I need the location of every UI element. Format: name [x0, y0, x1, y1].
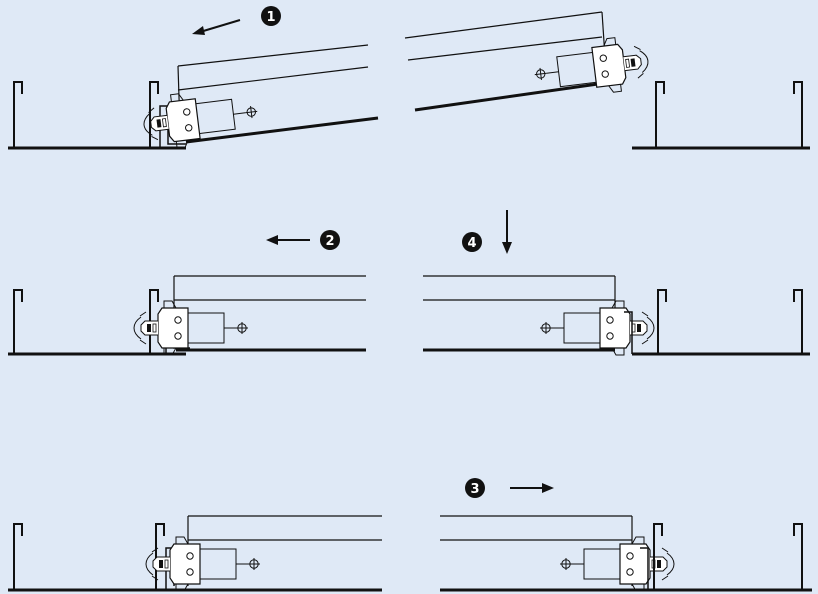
row-1: 1: [8, 6, 810, 153]
carrier-right-row1: [632, 81, 810, 150]
carrier-right-row2: [624, 289, 810, 356]
row-2: 2 4: [8, 210, 810, 356]
step-4-marker: 4: [462, 232, 482, 252]
step-2-arrow: [266, 235, 310, 245]
step-1-number: 1: [266, 10, 275, 25]
step-4-arrow: [502, 210, 512, 254]
panel-left-row1: [177, 44, 379, 144]
clip-assembly-right-row2: [539, 300, 655, 356]
step-3-marker: 3: [465, 478, 485, 498]
panel-right-row1: [404, 11, 613, 112]
step-2-marker: 2: [320, 230, 340, 250]
clip-assembly-left-row3: [145, 536, 261, 592]
clip-assembly-right-row3: [559, 536, 675, 592]
step-4-number: 4: [467, 236, 476, 251]
carrier-left-row1: [8, 81, 186, 150]
step-2-number: 2: [325, 234, 334, 249]
step-1-arrow: [192, 19, 241, 35]
clip-assembly-left-row2: [133, 300, 249, 356]
step-3-number: 3: [470, 482, 479, 497]
step-3-arrow: [510, 483, 554, 493]
clip-assembly-left-row1: [140, 83, 262, 153]
row-3: 3: [8, 478, 812, 592]
carrier-right-row3: [632, 523, 812, 592]
step-1-marker: 1: [261, 6, 281, 26]
carrier-left-row3: [8, 523, 188, 592]
